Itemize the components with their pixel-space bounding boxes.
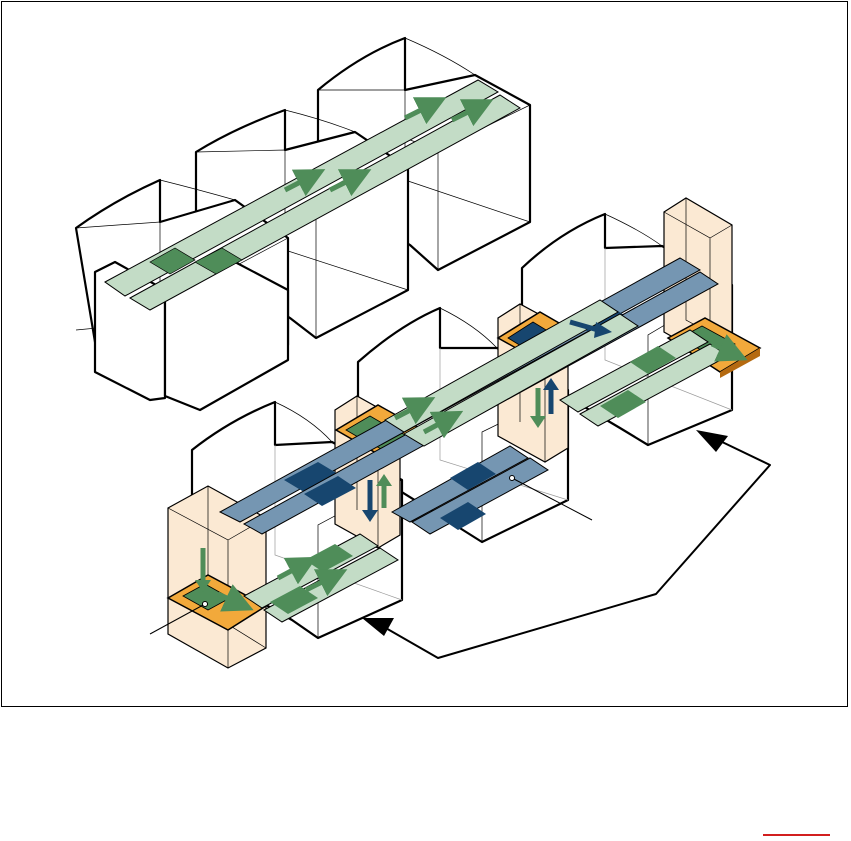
page-marker-line — [763, 834, 830, 836]
arrowhead-icon — [696, 430, 728, 452]
arrowhead-icon — [362, 618, 394, 636]
